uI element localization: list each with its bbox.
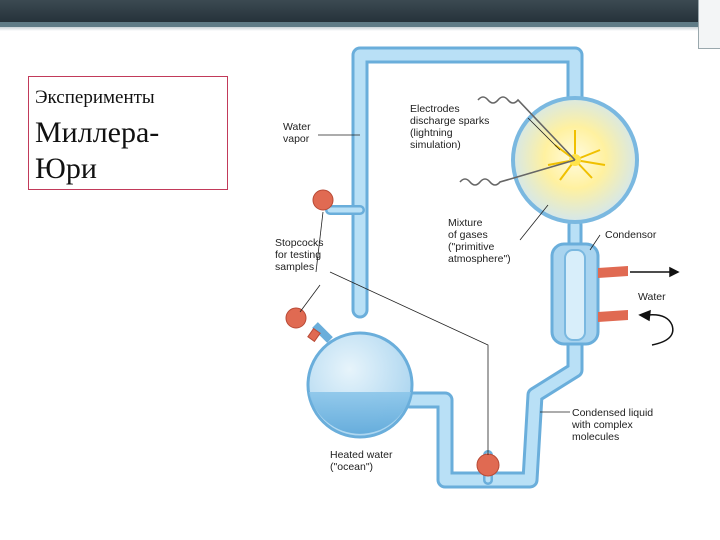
title-line-2: Юри: [35, 152, 97, 185]
miller-urey-apparatus-diagram: Water vapor Electrodes discharge sparks …: [275, 46, 680, 489]
electrode-wires: [459, 96, 576, 186]
stopcock-side-icon: [285, 307, 307, 329]
title-bar: [0, 0, 720, 22]
label-condensor: Condensor: [605, 229, 657, 241]
stopcock-bottom-icon: [476, 453, 500, 477]
title-bar-accent: [0, 22, 720, 27]
water-flow-arrows: [630, 266, 680, 346]
slide-title-box: Эксперименты Миллера- Юри: [28, 76, 228, 190]
label-water: Water: [638, 291, 666, 303]
diagram-labels: Water vapor Electrodes discharge sparks …: [275, 103, 666, 473]
title-subtitle: Эксперименты: [35, 87, 155, 108]
label-stopcocks: Stopcocks for testing samples: [275, 237, 326, 273]
heated-water-flask: [306, 322, 414, 439]
label-condensed-liquid: Condensed liquid with complex molecules: [571, 407, 656, 443]
stopcock-icons: [285, 189, 500, 477]
label-heated-water: Heated water ("ocean"): [330, 449, 395, 473]
label-electrodes: Electrodes discharge sparks (lightning s…: [410, 103, 492, 151]
title-line-1: Миллера-: [35, 116, 160, 149]
label-mixture-of-gases: Mixture of gases ("primitive atmosphere"…: [448, 217, 511, 265]
condenser: [550, 242, 628, 346]
slide-corner-decoration: [698, 0, 720, 49]
stopcock-upper-icon: [312, 189, 334, 211]
title-bar-shadow: [0, 27, 720, 31]
glass-tubing: [325, 46, 584, 489]
label-leader-lines: [299, 117, 601, 455]
label-water-vapor: Water vapor: [283, 121, 314, 145]
